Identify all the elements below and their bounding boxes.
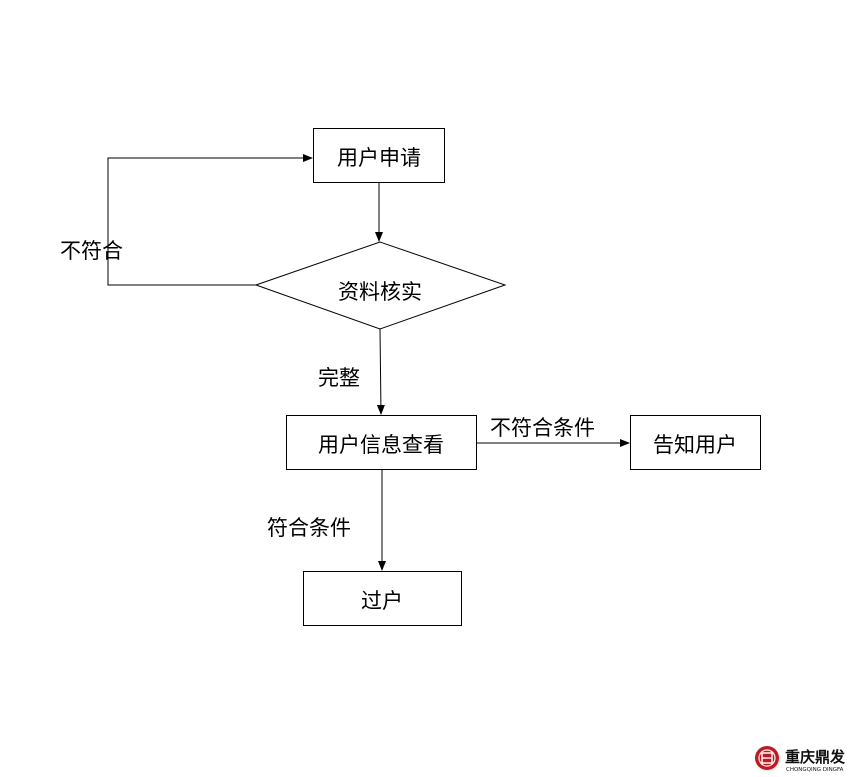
- logo-name-en: CHONGQING DINGFA: [786, 767, 844, 773]
- node-transfer-box: [303, 571, 462, 626]
- node-verify-diamond: [254, 241, 507, 330]
- edge-label-not-match: 不符合: [60, 239, 123, 263]
- node-apply-label: 用户申请: [337, 146, 421, 170]
- edge-label-meet: 符合条件: [267, 516, 351, 540]
- node-notify-box: [630, 415, 761, 470]
- edge-label-not-meet: 不符合条件: [490, 416, 595, 440]
- node-review-label: 用户信息查看: [318, 433, 444, 457]
- logo: 重庆鼎发 CHONGQING DINGFA: [755, 746, 846, 773]
- node-notify-label: 告知用户: [653, 433, 737, 457]
- logo-name-cn: 重庆鼎发: [785, 748, 846, 766]
- node-transfer-label: 过户: [361, 589, 403, 613]
- edge-not-match-loop: [107, 154, 313, 286]
- node-review-box: [286, 415, 477, 470]
- node-verify-label: 资料核实: [338, 280, 422, 304]
- node-apply-box: [313, 128, 445, 183]
- edge-label-complete: 完整: [318, 366, 360, 390]
- edge-verify-review: [376, 328, 385, 415]
